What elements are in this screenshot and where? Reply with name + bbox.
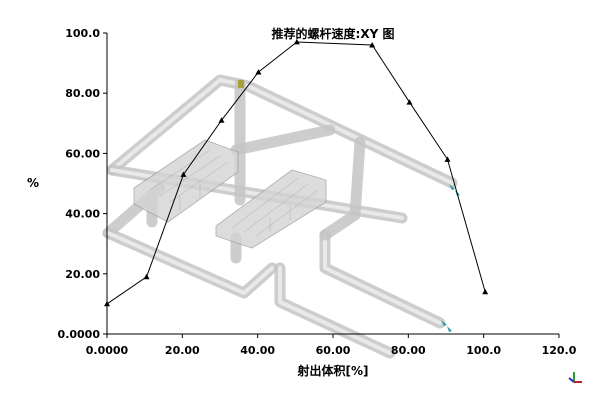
x-tick-label: 40.00 bbox=[240, 344, 275, 357]
data-point-marker bbox=[143, 273, 150, 280]
y-tick-label: 20.00 bbox=[65, 268, 100, 281]
y-tick-label: 100.0 bbox=[65, 27, 100, 40]
data-point-marker bbox=[293, 39, 300, 45]
x-axis-label: 射出体积[%] bbox=[297, 363, 369, 378]
x-tick-label: 60.00 bbox=[316, 344, 351, 357]
x-tick-label: 0.0000 bbox=[86, 344, 129, 357]
y-axis-label: % bbox=[27, 176, 39, 190]
series-line bbox=[106, 41, 486, 305]
y-tick-label: 60.00 bbox=[65, 147, 100, 160]
mold-model-image bbox=[102, 74, 460, 359]
x-tick-label: 120.0 bbox=[542, 344, 577, 357]
y-tick-label: 0.0000 bbox=[58, 328, 101, 341]
chart-title: 推荐的螺杆速度:XY 图 bbox=[272, 26, 395, 41]
data-point-marker bbox=[104, 300, 110, 307]
data-point-marker bbox=[218, 117, 225, 123]
y-tick-label: 80.00 bbox=[65, 87, 100, 100]
data-point-marker bbox=[482, 288, 489, 295]
data-point-marker bbox=[406, 99, 413, 105]
y-tick-label: 40.00 bbox=[65, 208, 100, 221]
data-point-marker bbox=[255, 69, 262, 75]
data-point-marker bbox=[444, 156, 451, 162]
data-point-marker bbox=[369, 42, 376, 48]
x-tick-label: 80.00 bbox=[391, 344, 426, 357]
data-point-marker bbox=[180, 171, 187, 177]
x-tick-label: 20.00 bbox=[165, 344, 200, 357]
x-tick-label: 100.0 bbox=[466, 344, 501, 357]
axis-triad-icon bbox=[568, 372, 582, 383]
